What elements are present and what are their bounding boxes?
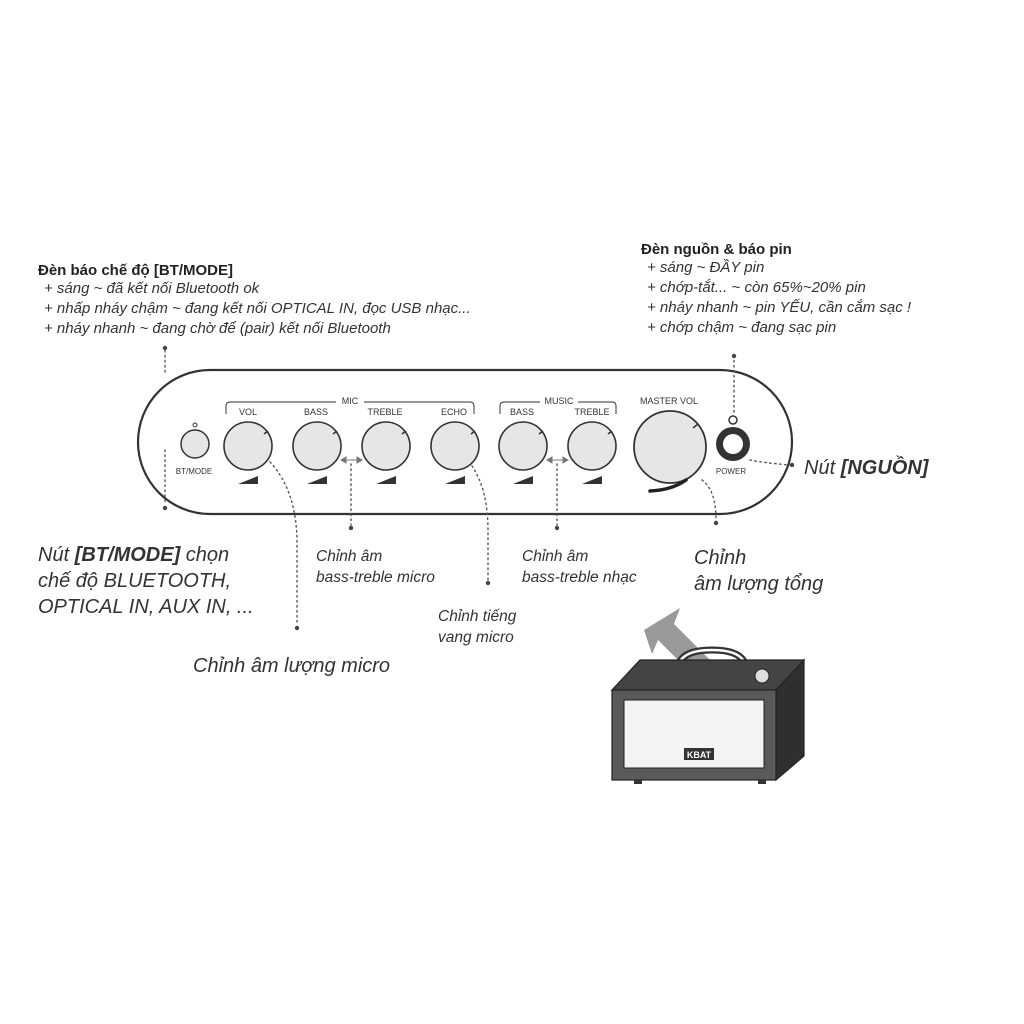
mic-vol-knob[interactable] xyxy=(223,421,273,484)
bt-mode-callout-bold: [BT/MODE] xyxy=(74,544,181,566)
bt-mode-callout-line: OPTICAL IN, AUX IN, ... xyxy=(38,596,254,618)
power-led-note-title: Đèn nguồn & báo pin xyxy=(641,241,792,258)
music-group-gap xyxy=(540,394,578,408)
power-callout-prefix: Nút xyxy=(804,457,841,479)
master-vol-callout-line: âm lượng tổng xyxy=(694,573,824,595)
mode-led-note: Đèn báo chế độ [BT/MODE] + sáng ~ đã kết… xyxy=(38,262,471,339)
echo-callout-line: vang micro xyxy=(438,629,514,646)
power-led-note-line: + chớp chậm ~ đang sạc pin xyxy=(647,319,837,336)
mode-led-note-line: + sáng ~ đã kết nối Bluetooth ok xyxy=(44,280,260,297)
music-bass-treble-link-arrow xyxy=(546,456,569,464)
bt-mode-callout-prefix: Nút xyxy=(38,544,75,566)
mode-led-note-line: + nháy nhanh ~ đang chờ để (pair) kết nố… xyxy=(44,320,391,337)
leader-dot xyxy=(485,580,491,586)
power-label: POWER xyxy=(716,467,746,476)
knob-label-echo: ECHO xyxy=(441,407,467,417)
mic-bass-treble-link-arrow xyxy=(340,456,363,464)
echo-leader xyxy=(471,465,489,581)
mic-bass-knob[interactable] xyxy=(292,421,342,484)
mic-bass-treble-callout: Chỉnh âm bass-treble micro xyxy=(316,546,435,588)
power-button-leader xyxy=(749,459,791,466)
leader-dot xyxy=(162,345,168,351)
power-led-note-line: + chớp-tắt... ~ còn 65%~20% pin xyxy=(647,279,866,296)
music-bass-knob[interactable] xyxy=(498,421,548,484)
echo-callout-line: Chỉnh tiếng xyxy=(438,608,517,625)
power-callout-bold: [NGUỒN] xyxy=(840,457,929,479)
echo-callout: Chỉnh tiếng vang micro xyxy=(438,606,516,648)
music-treble-knob[interactable] xyxy=(567,421,617,484)
mode-led-note-title: Đèn báo chế độ [BT/MODE] xyxy=(38,262,233,279)
music-bass-treble-callout-line: bass-treble nhạc xyxy=(522,569,637,586)
leader-dot xyxy=(789,462,795,468)
mic-vol-callout: Chỉnh âm lượng micro xyxy=(193,655,391,677)
mic-group-label: MIC xyxy=(342,396,359,406)
power-led-note-line: + nháy nhanh ~ pin YẾU, cần cắm sạc ! xyxy=(647,299,912,316)
master-vol-callout-line: Chỉnh xyxy=(694,547,747,569)
knob-label-music-bass: BASS xyxy=(510,407,534,417)
speaker-illustration: KBAT xyxy=(610,646,806,784)
mic-bass-treble-callout-line: Chỉnh âm xyxy=(316,548,383,565)
bt-mode-callout-rest: chọn xyxy=(180,544,230,566)
leader-dot xyxy=(731,353,737,359)
knob-label-master-vol: MASTER VOL xyxy=(640,396,698,406)
mode-led-note-line: + nhấp nháy chậm ~ đang kết nối OPTICAL … xyxy=(44,300,471,317)
mic-bass-treble-callout-line: bass-treble micro xyxy=(316,569,435,586)
echo-knob[interactable] xyxy=(430,421,480,484)
knob-label-mic-treble: TREBLE xyxy=(367,407,402,417)
leader-dot xyxy=(554,525,560,531)
knob-label-vol: VOL xyxy=(239,407,257,417)
music-group-label: MUSIC xyxy=(545,396,575,406)
mic-treble-knob[interactable] xyxy=(361,421,411,484)
leader-dot xyxy=(162,505,168,511)
leader-dot xyxy=(294,625,300,631)
mode-led-indicator xyxy=(192,422,198,428)
power-button[interactable] xyxy=(716,415,750,461)
bt-mode-label: BT/MODE xyxy=(176,467,212,476)
mic-group-gap xyxy=(336,394,364,408)
power-led-note: Đèn nguồn & báo pin + sáng ~ ĐẦY pin + c… xyxy=(641,241,911,338)
power-led-note-line: + sáng ~ ĐẦY pin xyxy=(647,259,765,276)
knob-label-music-treble: TREBLE xyxy=(574,407,609,417)
music-bass-treble-callout: Chỉnh âm bass-treble nhạc xyxy=(522,546,637,588)
music-bass-treble-callout-line: Chỉnh âm xyxy=(522,548,589,565)
bt-mode-button[interactable] xyxy=(180,429,210,459)
power-button-callout: Nút [NGUỒN] xyxy=(804,455,928,481)
knob-label-mic-bass: BASS xyxy=(304,407,328,417)
master-vol-knob[interactable] xyxy=(633,410,707,493)
leader-dot xyxy=(713,520,719,526)
bt-mode-callout-line: chế độ BLUETOOTH, xyxy=(38,570,232,592)
leader-dot xyxy=(348,525,354,531)
bt-mode-callout: Nút [BT/MODE] chọn chế độ BLUETOOTH, OPT… xyxy=(38,542,254,620)
master-vol-callout: Chỉnh âm lượng tổng xyxy=(694,545,823,597)
speaker-brand: KBAT xyxy=(687,750,712,760)
